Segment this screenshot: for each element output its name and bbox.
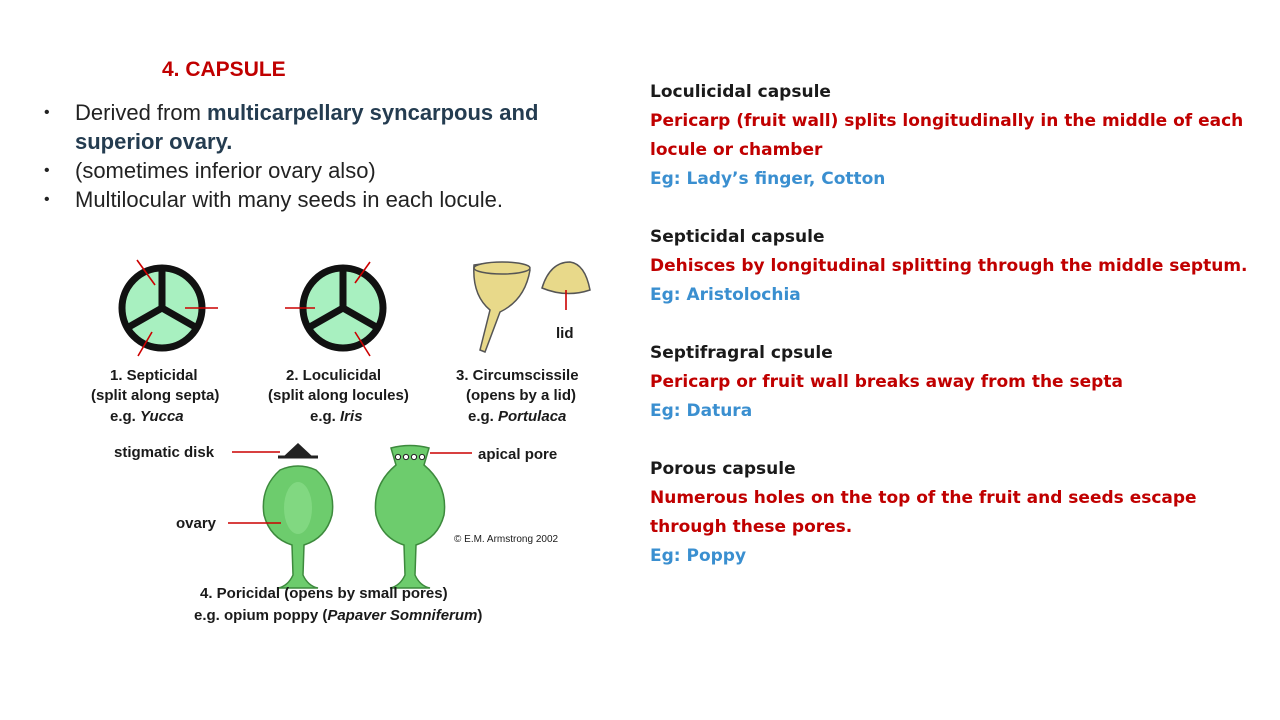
copyright-label: © E.M. Armstrong 2002 (454, 534, 559, 545)
capsule-type-description: Pericarp (fruit wall) splits longitudina… (650, 111, 1244, 160)
bullet-text: (sometimes inferior ovary also) (75, 158, 376, 183)
loculicidal-desc: (split along locules) (268, 387, 409, 404)
capsule-type-block: Septicidal capsule Dehisces by longitudi… (650, 223, 1250, 310)
stigmatic-disk-label: stigmatic disk (114, 444, 215, 461)
septicidal-cross-section-icon (118, 259, 218, 357)
capsule-type-description: Numerous holes on the top of the fruit a… (650, 488, 1197, 537)
capsule-type-block: Porous capsule Numerous holes on the top… (650, 455, 1250, 571)
capsule-type-description: Pericarp or fruit wall breaks away from … (650, 372, 1123, 392)
capsule-type-title: Septifragral cpsule (650, 343, 833, 363)
bullet-highlight: multicarpellary syncarpous and superior … (75, 100, 539, 154)
slide-heading: 4. CAPSULE (162, 58, 286, 81)
capsule-type-title: Loculicidal capsule (650, 82, 831, 102)
loculicidal-label: 2. Loculicidal (286, 367, 381, 384)
bullet-dot-icon: • (44, 104, 50, 121)
capsule-type-title: Septicidal capsule (650, 227, 825, 247)
septicidal-example: e.g. Yucca (110, 408, 184, 425)
capsule-types-text: Loculicidal capsule Pericarp (fruit wall… (650, 78, 1250, 600)
bullet-text: Multilocular with many seeds in each loc… (75, 187, 503, 212)
bullet-dot-icon: • (44, 162, 50, 179)
capsule-type-example: Eg: Lady’s finger, Cotton (650, 169, 886, 189)
septicidal-desc: (split along septa) (91, 387, 219, 404)
capsule-type-block: Septifragral cpsule Pericarp or fruit wa… (650, 339, 1250, 426)
capsule-type-title: Porous capsule (650, 459, 796, 479)
lid-label: lid (556, 325, 574, 342)
capsule-type-block: Loculicidal capsule Pericarp (fruit wall… (650, 78, 1250, 194)
poppy-capsule-pores-icon (374, 444, 446, 589)
circumscissile-capsule-icon (473, 261, 591, 353)
bullet-list: • Derived from multicarpellary syncarpou… (44, 98, 584, 214)
circumscissile-label: 3. Circumscissile (456, 367, 579, 384)
poricidal-label: 4. Poricidal (opens by small pores) (200, 585, 448, 602)
circumscissile-desc: (opens by a lid) (466, 387, 576, 404)
ovary-label: ovary (176, 515, 217, 532)
capsule-type-example: Eg: Aristolochia (650, 285, 801, 305)
capsule-type-description: Dehisces by longitudinal splitting throu… (650, 256, 1248, 276)
circumscissile-example: e.g. Portulaca (468, 408, 566, 425)
poppy-capsule-closed-icon (262, 443, 334, 589)
capsule-type-example: Eg: Poppy (650, 546, 747, 566)
capsule-diagram: lid 1. Septicidal (split along septa) e.… (91, 259, 591, 624)
septicidal-label: 1. Septicidal (110, 367, 198, 384)
capsule-type-example: Eg: Datura (650, 401, 753, 421)
bullet-item: • Derived from multicarpellary syncarpou… (44, 98, 584, 156)
bullet-text: Derived from (75, 100, 208, 125)
loculicidal-cross-section-icon (285, 261, 387, 357)
loculicidal-example: e.g. Iris (310, 408, 363, 425)
apical-pore-label: apical pore (478, 446, 557, 463)
capsule-types-figure: lid 1. Septicidal (split along septa) e.… (80, 240, 610, 640)
bullet-item: • Multilocular with many seeds in each l… (44, 185, 584, 214)
bullet-dot-icon: • (44, 191, 50, 208)
bullet-item: • (sometimes inferior ovary also) (44, 156, 584, 185)
poricidal-example: e.g. opium poppy (Papaver Somniferum) (194, 607, 482, 624)
